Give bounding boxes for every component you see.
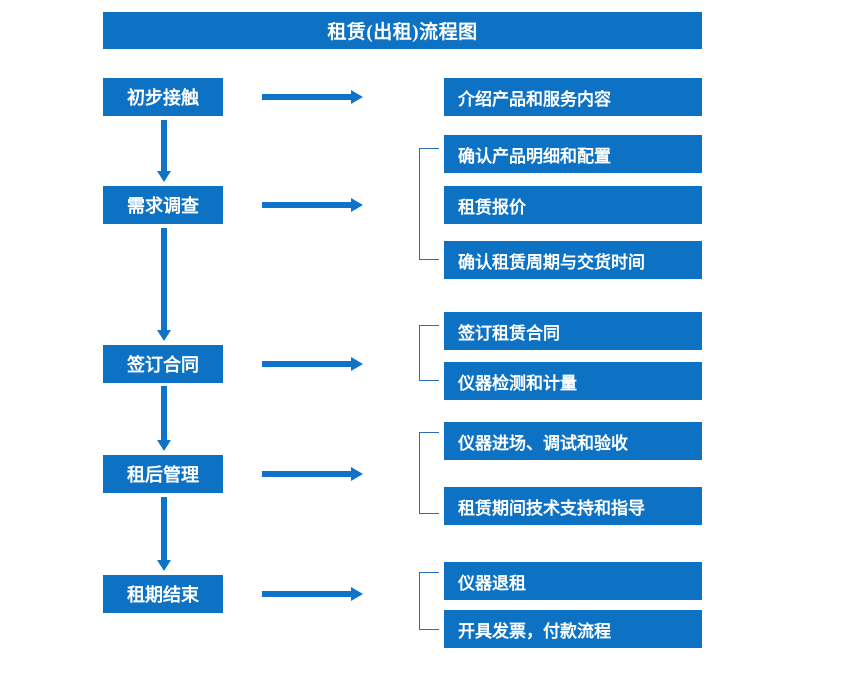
diagram-title: 租赁(出租)流程图 (103, 12, 702, 49)
detail-box-8[interactable]: 租赁期间技术支持和指导 (444, 487, 702, 525)
horizontal-arrow-5 (262, 587, 363, 601)
horizontal-arrow-2 (262, 198, 363, 212)
group-bracket-2 (419, 148, 439, 260)
detail-box-3[interactable]: 租赁报价 (444, 186, 702, 224)
detail-box-6[interactable]: 仪器检测和计量 (444, 362, 702, 400)
group-bracket-4 (419, 432, 439, 514)
vertical-arrow-1 (157, 120, 171, 182)
horizontal-arrow-4 (262, 467, 363, 481)
detail-box-2[interactable]: 确认产品明细和配置 (444, 135, 702, 173)
stage-box-2[interactable]: 需求调查 (103, 186, 223, 224)
stage-box-5[interactable]: 租期结束 (103, 575, 223, 613)
detail-box-4[interactable]: 确认租赁周期与交货时间 (444, 241, 702, 279)
vertical-arrow-2 (157, 228, 171, 341)
detail-box-7[interactable]: 仪器进场、调试和验收 (444, 422, 702, 460)
stage-box-4[interactable]: 租后管理 (103, 455, 223, 493)
detail-box-9[interactable]: 仪器退租 (444, 562, 702, 600)
stage-box-3[interactable]: 签订合同 (103, 345, 223, 383)
detail-box-1[interactable]: 介绍产品和服务内容 (444, 78, 702, 116)
group-bracket-3 (419, 325, 439, 381)
detail-box-10[interactable]: 开具发票，付款流程 (444, 610, 702, 648)
stage-box-1[interactable]: 初步接触 (103, 78, 223, 116)
detail-box-5[interactable]: 签订租赁合同 (444, 312, 702, 350)
group-bracket-5 (419, 572, 439, 630)
vertical-arrow-4 (157, 497, 171, 571)
vertical-arrow-3 (157, 386, 171, 451)
horizontal-arrow-3 (262, 357, 363, 371)
horizontal-arrow-1 (262, 90, 363, 104)
